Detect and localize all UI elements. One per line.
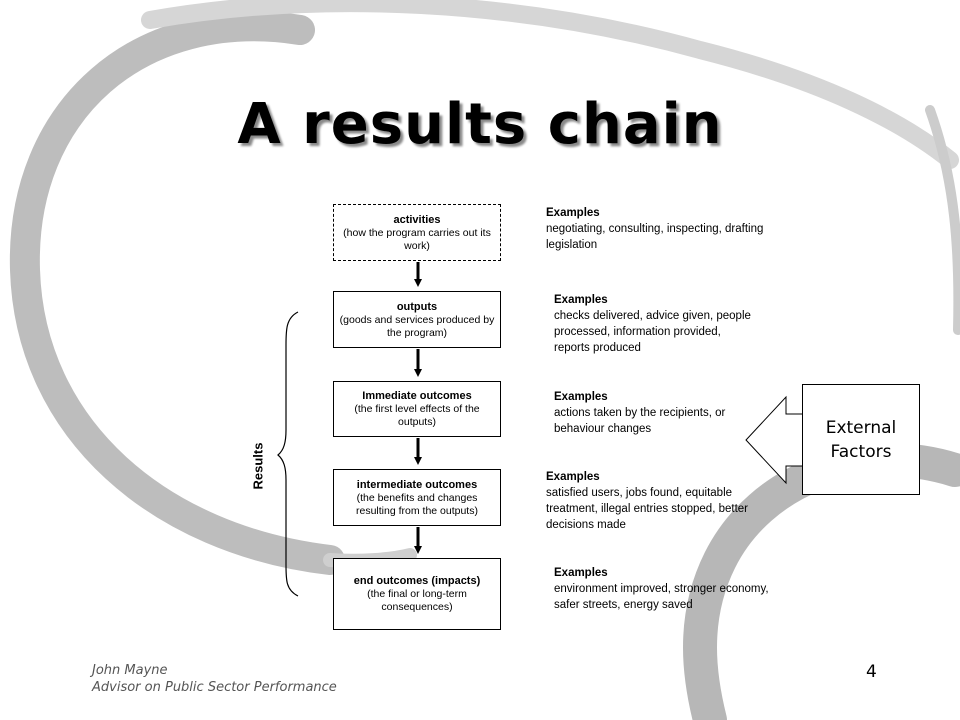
external-factors-line1: External <box>825 417 897 438</box>
footer-author: John Mayne <box>92 663 168 678</box>
external-factors-box: External Factors <box>802 384 920 495</box>
box-activities-desc: (how the program carries out its work) <box>343 226 491 252</box>
examples-heading: Examples <box>546 471 600 483</box>
examples-text: checks delivered, advice given, people p… <box>554 310 751 354</box>
box-intermediate-outcomes: intermediate outcomes (the benefits and … <box>333 469 501 526</box>
slide-title: A results chain <box>237 92 723 157</box>
external-factors-line2: Factors <box>830 441 892 462</box>
examples-heading: Examples <box>546 207 600 219</box>
box-immediate-outcomes: Immediate outcomes (the first level effe… <box>333 381 501 437</box>
footer: John Mayne Advisor on Public Sector Perf… <box>92 662 337 696</box>
box-immediate-outcomes-desc: (the first level effects of the outputs) <box>354 403 480 428</box>
examples-text: satisfied users, jobs found, equitable t… <box>546 487 749 531</box>
box-end-outcomes-title: end outcomes (impacts) <box>353 575 481 587</box>
box-intermediate-outcomes-desc: (the benefits and changes resulting from… <box>356 491 478 517</box>
examples-heading: Examples <box>554 567 608 579</box>
swirl-left <box>9 11 345 575</box>
page-number: 4 <box>866 662 877 682</box>
examples-immediate: Examples actions taken by the recipients… <box>554 389 764 437</box>
box-activities: activities (how the program carries out … <box>333 204 501 261</box>
results-label: Results <box>250 442 266 490</box>
examples-heading: Examples <box>554 391 608 403</box>
examples-heading: Examples <box>554 294 608 306</box>
examples-intermediate: Examples satisfied users, jobs found, eq… <box>546 469 772 533</box>
examples-text: environment improved, stronger economy, … <box>554 583 769 611</box>
external-factors-arrow <box>745 395 802 485</box>
box-outputs-title: outputs <box>396 300 438 313</box>
box-outputs: outputs (goods and services produced by … <box>333 291 501 348</box>
footer-role: Advisor on Public Sector Performance <box>92 680 337 695</box>
box-immediate-outcomes-title: Immediate outcomes <box>362 390 472 402</box>
box-outputs-desc: (goods and services produced by the prog… <box>339 313 495 339</box>
examples-activities: Examples negotiating, consulting, inspec… <box>546 205 776 253</box>
swirl-top-right <box>141 0 959 169</box>
swirl-right-edge <box>925 105 960 335</box>
examples-end: Examples environment improved, stronger … <box>554 565 794 613</box>
examples-text: negotiating, consulting, inspecting, dra… <box>546 223 764 251</box>
box-end-outcomes: end outcomes (impacts) (the final or lon… <box>333 558 501 630</box>
examples-text: actions taken by the recipients, or beha… <box>554 407 726 435</box>
box-activities-title: activities <box>393 213 441 226</box>
examples-outputs: Examples checks delivered, advice given,… <box>554 292 754 356</box>
box-end-outcomes-desc: (the final or long-term consequences) <box>367 588 467 613</box>
results-brace <box>277 311 299 597</box>
box-intermediate-outcomes-title: intermediate outcomes <box>356 478 478 491</box>
